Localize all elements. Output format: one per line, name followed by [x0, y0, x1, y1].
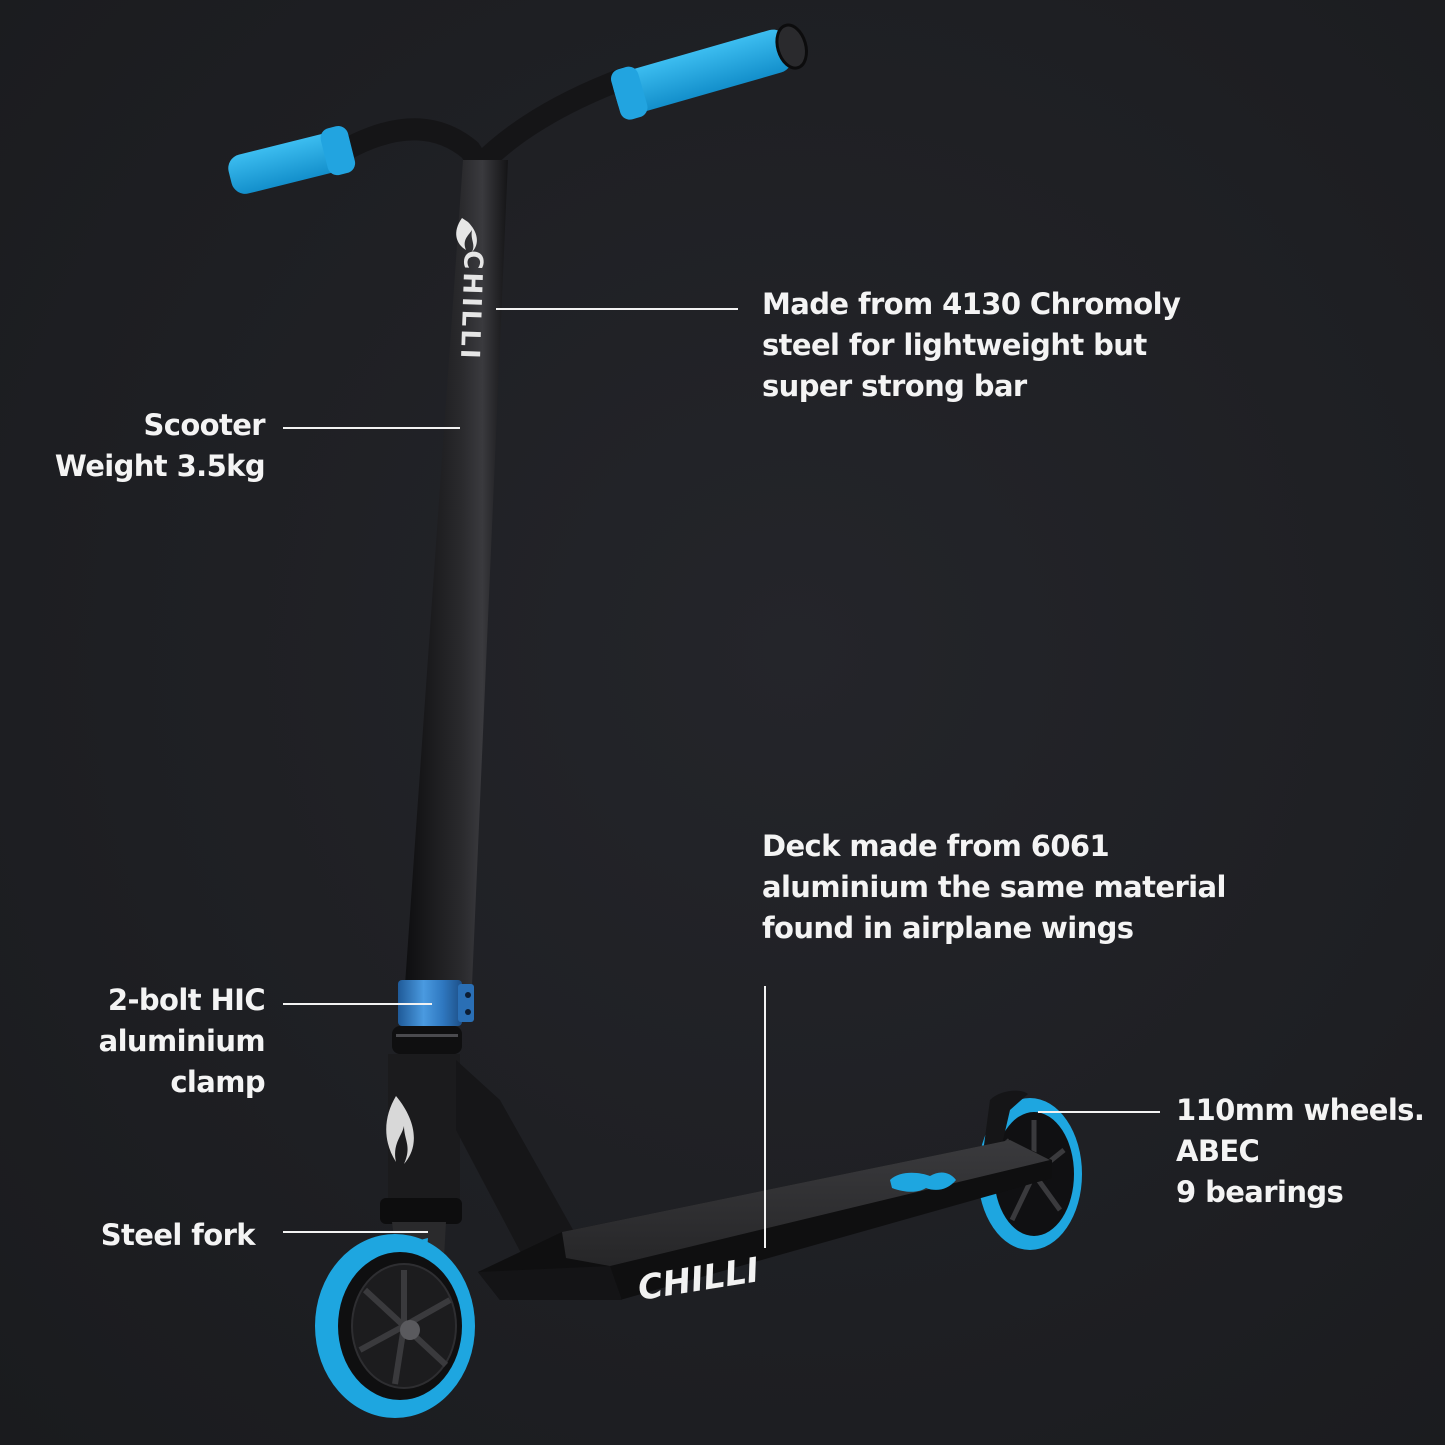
handlebar [228, 23, 808, 194]
callout-line: steel for lightweight but [762, 328, 1147, 362]
callout-line: Scooter [143, 408, 265, 442]
leader-clamp [283, 1003, 432, 1005]
callout-clamp: 2-bolt HIC aluminium clamp [98, 980, 266, 1103]
leader-bar [496, 308, 738, 310]
flame-icon [386, 1096, 414, 1164]
callout-deck-material: Deck made from 6061 aluminium the same m… [762, 826, 1226, 949]
leader-weight [283, 427, 460, 429]
callout-line: 9 bearings [1176, 1175, 1344, 1209]
bar-logo: CHILLI [454, 250, 488, 362]
leader-deck [764, 986, 766, 1248]
bar-stem [405, 160, 508, 985]
callout-line: 2-bolt HIC [107, 983, 266, 1017]
callout-line: aluminium [98, 1024, 266, 1058]
leader-fork [283, 1231, 428, 1233]
callout-line: super strong bar [762, 369, 1027, 403]
callout-line: found in airplane wings [762, 911, 1134, 945]
left-grip [228, 126, 356, 194]
right-grip [610, 23, 808, 120]
callout-bar-material: Made from 4130 Chromoly steel for lightw… [762, 284, 1181, 407]
down-tube [456, 1060, 590, 1270]
callout-line: Weight 3.5kg [54, 449, 266, 483]
leader-wheels [1038, 1111, 1160, 1113]
callout-weight: Scooter Weight 3.5kg [54, 405, 266, 487]
front-wheel [315, 1234, 475, 1418]
callout-line: ABEC [1176, 1134, 1260, 1168]
callout-line: Deck made from 6061 [762, 829, 1110, 863]
callout-line: aluminium the same material [762, 870, 1226, 904]
headset-top [392, 1026, 462, 1054]
svg-text:CHILLI: CHILLI [454, 250, 488, 362]
callout-line: Steel fork [100, 1218, 256, 1252]
callout-wheels: 110mm wheels. ABEC 9 bearings [1176, 1090, 1425, 1213]
callout-line: 110mm wheels. [1176, 1093, 1425, 1127]
headset-bottom [380, 1198, 462, 1224]
griptape-logo-icon [890, 1172, 956, 1192]
callout-line: Made from 4130 Chromoly [762, 287, 1181, 321]
flame-icon [456, 218, 477, 252]
callout-line: clamp [170, 1065, 265, 1099]
callout-fork: Steel fork [100, 1215, 256, 1256]
